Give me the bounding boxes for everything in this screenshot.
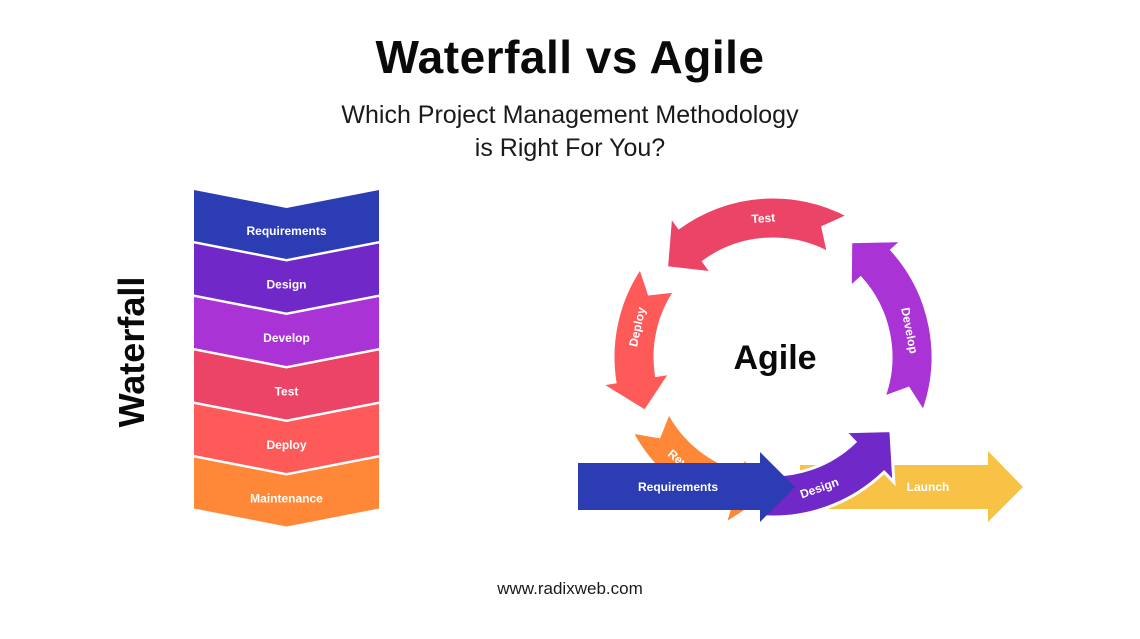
waterfall-stage-label: Deploy [266,438,306,452]
agile-cycle-design-arrow [755,429,896,519]
page-title: Waterfall vs Agile [375,31,765,83]
agile-cycle-develop-arrow [848,238,935,416]
waterfall-stage-label: Requirements [246,224,326,238]
agile-requirements-label: Requirements [638,480,718,494]
launch-label: Launch [907,480,950,494]
waterfall-stack: RequirementsDesignDevelopTestDeployMaint… [194,190,379,527]
waterfall-stage-label: Maintenance [250,492,323,506]
agile-center-label: Agile [733,339,816,377]
waterfall-stage-label: Develop [263,331,310,345]
waterfall-stage-test-shape [194,350,379,420]
waterfall-stage-develop-shape [194,297,379,366]
waterfall-stage-label: Test [275,385,299,399]
page-subtitle: Which Project Management Methodology is … [0,99,1140,165]
waterfall-stage-label: Design [266,278,306,292]
subtitle-line-1: Which Project Management Methodology [341,101,799,129]
waterfall-stage-maintenance-shape [194,457,379,527]
waterfall-stage-design-shape [194,243,379,313]
subtitle-line-2: is Right For You? [474,134,666,162]
waterfall-stage-deploy-shape [194,404,379,473]
agile-cycle-label: Test [751,211,776,227]
agile-cycle-deploy-arrow [596,264,679,414]
requirements-arrow-shape [578,452,795,522]
footer-url: www.radixweb.com [497,579,643,598]
waterfall-stage-requirements-shape [194,190,379,259]
agile-cycle-test-arrow [664,195,852,275]
agile-requirements-arrow: Requirements [578,452,795,522]
